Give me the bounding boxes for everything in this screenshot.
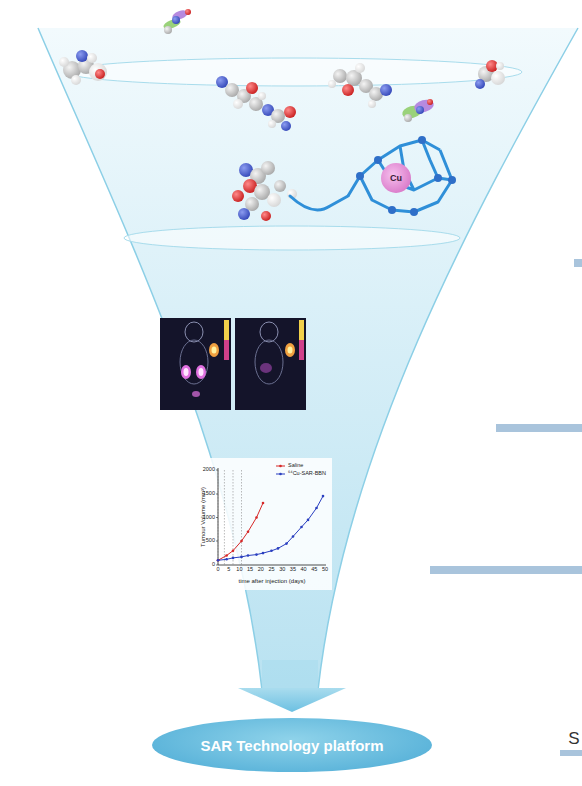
axis-label: 40 xyxy=(301,567,307,573)
axis-label: 20 xyxy=(258,567,264,573)
cut-off-letter: S xyxy=(568,730,579,747)
axis-label: 10 xyxy=(236,567,242,573)
axis-label: 35 xyxy=(290,567,296,573)
axis-label: time after injection (days) xyxy=(238,578,305,584)
legend-text: ⁶⁴Cu-SAR-BBN xyxy=(288,471,326,477)
axis-label: 5 xyxy=(227,567,230,573)
axis-label: Tumour Volume (mm³) xyxy=(200,487,206,547)
axis-label: 0 xyxy=(212,562,215,568)
axis-label: 500 xyxy=(206,539,215,545)
element-symbol: Cu xyxy=(390,174,402,183)
axis-label: 45 xyxy=(311,567,317,573)
axis-label: 0 xyxy=(216,567,219,573)
platform-title: SAR Technology platform xyxy=(200,737,383,754)
legend-sample xyxy=(276,473,285,476)
legend-sample xyxy=(276,465,285,468)
axis-label: 15 xyxy=(247,567,253,573)
axis-label: 25 xyxy=(268,567,274,573)
axis-label: 2000 xyxy=(203,467,215,473)
axis-label: 30 xyxy=(279,567,285,573)
legend-text: Saline xyxy=(288,463,303,469)
axis-label: 50 xyxy=(322,567,328,573)
platform-ellipse: SAR Technology platform xyxy=(152,718,432,772)
